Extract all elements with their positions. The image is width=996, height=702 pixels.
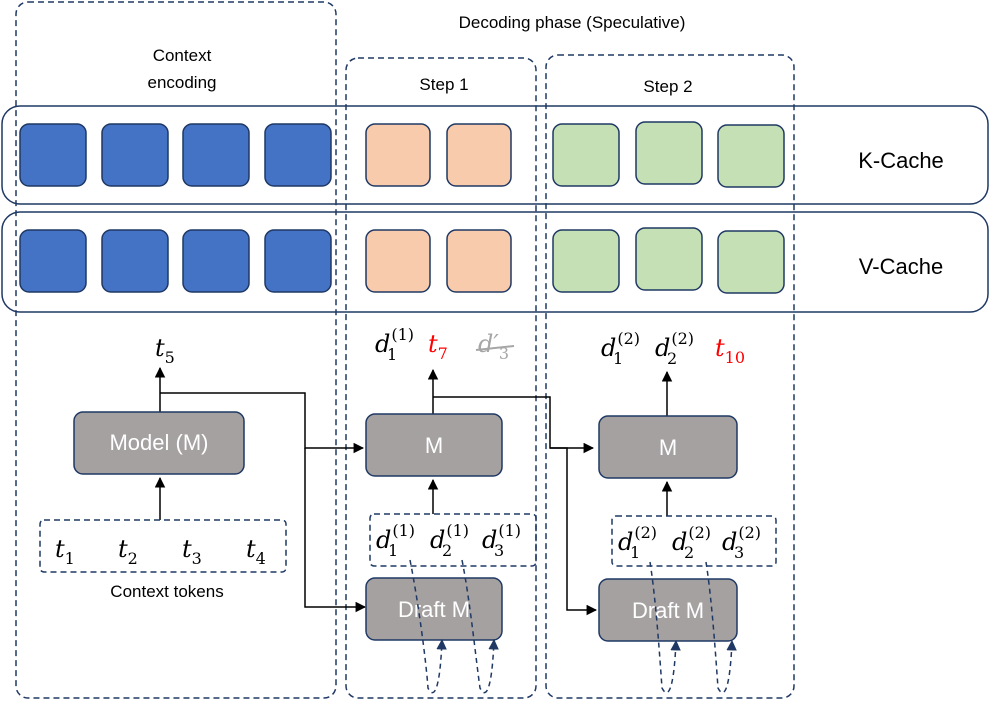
cache-block	[446, 229, 512, 293]
cache-block	[182, 123, 250, 187]
step1-to-step2-draft-connector	[550, 447, 598, 616]
step2-output-d1: d(2)1	[601, 329, 640, 368]
cache-block	[635, 227, 703, 291]
step1-output-target-token: t7	[428, 330, 448, 363]
step1-region	[345, 57, 537, 699]
cache-block	[264, 123, 332, 187]
context-to-step1-model-connector	[160, 392, 365, 454]
context-encoding-region	[15, 1, 337, 699]
cache-block	[365, 229, 431, 293]
cache-block	[19, 229, 87, 293]
context-encoding-title-line1: Context	[153, 46, 212, 65]
context-token: t4	[246, 535, 266, 568]
draft-token: d(2)3	[722, 523, 761, 562]
draft-token: d(2)1	[618, 523, 657, 562]
step1-draft-model-label: Draft M	[398, 597, 470, 622]
context-token: t2	[118, 535, 138, 568]
v-cache-label: V-Cache	[859, 254, 943, 279]
k-cache-label: K-Cache	[858, 148, 944, 173]
v-cache-step2-blocks	[552, 227, 785, 294]
cache-block	[446, 123, 512, 187]
step2-model-label: M	[659, 435, 677, 460]
k-cache-step2-blocks	[552, 121, 785, 188]
cache-block	[717, 124, 785, 188]
context-token: t1	[55, 535, 75, 568]
step1-model-label: M	[425, 433, 443, 458]
k-cache-step1-blocks	[365, 123, 512, 187]
step2-output-d2: d(2)2	[655, 329, 694, 368]
step1-draft-token-list: d(1)1 d(1)2 d(1)3	[376, 521, 521, 560]
step2-output-target-token: t10	[715, 334, 745, 367]
draft-token: d(1)2	[430, 521, 469, 560]
cache-block	[101, 123, 169, 187]
k-cache-context-blocks	[19, 123, 332, 187]
step2-model-box	[598, 415, 738, 479]
step1-output-rejected-token: d′3	[478, 330, 509, 363]
cache-block	[182, 229, 250, 293]
context-output-token: t5	[155, 334, 175, 367]
step2-draft-tokens-box	[611, 515, 777, 567]
draft-token: d(1)3	[482, 521, 521, 560]
context-token-list: t1 t2 t3 t4	[55, 535, 266, 568]
step2-output-tokens: d(2)1 d(2)2 t10	[601, 329, 745, 368]
context-to-step1-draft-connector	[304, 448, 367, 613]
draft-token: d(1)1	[376, 521, 415, 560]
step2-title: Step 2	[643, 77, 692, 96]
draft-token: d(2)2	[672, 523, 711, 562]
step2-region	[545, 54, 795, 699]
v-cache-step1-blocks	[365, 229, 512, 293]
step1-draft-tokens-box	[369, 513, 537, 567]
cache-block	[717, 230, 785, 294]
rejected-strikethrough	[475, 345, 515, 351]
step2-draft-model-box	[598, 578, 738, 642]
step1-output-tokens: d(1)1 t7 d′3	[375, 325, 515, 364]
step1-title: Step 1	[419, 75, 468, 94]
k-cache-row	[1, 105, 989, 205]
step1-draft-model-box	[365, 577, 503, 641]
cache-block	[552, 123, 620, 187]
context-encoding-title-line2: encoding	[147, 73, 216, 92]
context-model-box	[73, 411, 245, 475]
step1-to-step2-model-connector	[433, 396, 595, 454]
cache-block	[101, 229, 169, 293]
step2-draft-model-label: Draft M	[632, 598, 704, 623]
v-cache-context-blocks	[19, 229, 332, 293]
context-model-label: Model (M)	[109, 430, 208, 455]
step2-autoregressive-loop-2	[705, 561, 737, 694]
cache-block	[264, 229, 332, 293]
cache-block	[635, 121, 703, 185]
step1-model-box	[365, 413, 503, 477]
cache-block	[552, 229, 620, 293]
cache-block	[19, 123, 87, 187]
step1-output-d1: d(1)1	[375, 325, 414, 364]
cache-block	[365, 123, 431, 187]
step2-autoregressive-loop-1	[649, 561, 681, 694]
step2-draft-token-list: d(2)1 d(2)2 d(2)3	[618, 523, 761, 562]
context-tokens-box	[39, 519, 287, 573]
decoding-phase-title: Decoding phase (Speculative)	[459, 13, 686, 32]
v-cache-row	[1, 211, 989, 313]
context-tokens-caption: Context tokens	[110, 582, 223, 601]
context-token: t3	[182, 535, 202, 568]
